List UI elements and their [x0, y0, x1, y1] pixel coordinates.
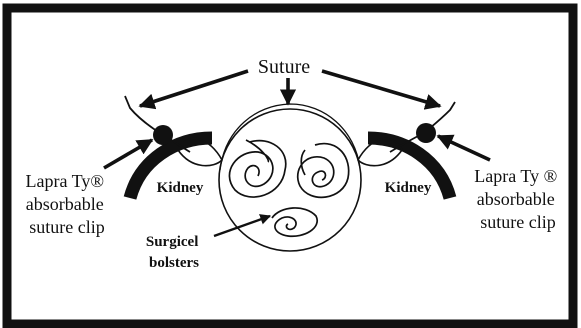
clip-right — [416, 123, 436, 143]
label-suture: Suture — [258, 56, 310, 78]
bolster-scribble-left — [229, 140, 285, 197]
bolster-scribble-right — [298, 144, 349, 198]
label-bolsters: Surgicel bolsters — [146, 234, 202, 271]
label-clip-right: Lapra Ty ® absorbable suture clip — [474, 166, 562, 232]
arrow-suture-right — [322, 71, 440, 106]
label-kidney-left: Kidney — [157, 180, 204, 196]
arrow-suture-left — [140, 71, 248, 106]
label-kidney-right: Kidney — [385, 180, 432, 196]
clip-left — [153, 125, 173, 145]
suture-loop — [220, 104, 360, 170]
label-clip-left: Lapra Ty® absorbable suture clip — [25, 171, 108, 237]
arrow-clip-right — [438, 136, 490, 160]
bolster-scribble-bottom — [272, 208, 317, 236]
